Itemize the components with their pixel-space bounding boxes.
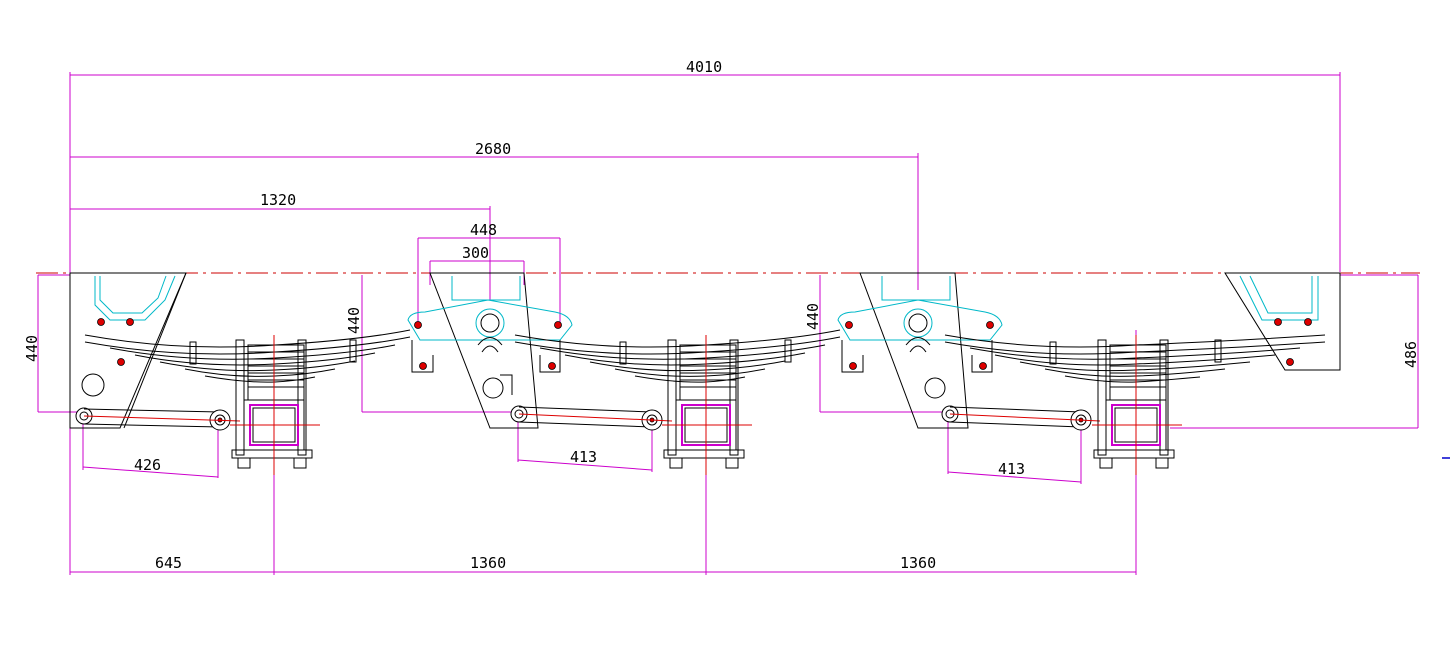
dim-torque-arm-rear: 413 [998, 460, 1025, 478]
dim-torque-arm-front: 426 [134, 456, 161, 474]
dim-hanger-height-front: 440 [23, 335, 41, 362]
dim-overall-length: 4010 [686, 58, 722, 76]
dimension-labels: 4010 2680 1320 448 300 440 440 440 486 4… [23, 58, 1420, 572]
middle-equalizer-hanger [407, 272, 573, 429]
dim-front-to-third-hanger: 2680 [475, 140, 511, 158]
dim-hanger-height-rear: 440 [804, 303, 822, 330]
dim-hanger-width-outer: 448 [470, 221, 497, 239]
rear-hanger [1224, 272, 1341, 371]
axle-2 [662, 335, 752, 475]
axle-1 [230, 335, 320, 475]
dim-overall-height: 486 [1402, 341, 1420, 368]
dim-hanger-width-inner: 300 [462, 244, 489, 262]
dim-front-to-axle1: 645 [155, 554, 182, 572]
dim-torque-arm-middle: 413 [570, 448, 597, 466]
dim-hanger-height-middle: 440 [345, 307, 363, 334]
dim-axle2-to-axle3: 1360 [900, 554, 936, 572]
rear-equalizer-hanger [837, 272, 1003, 429]
dim-axle1-to-axle2: 1360 [470, 554, 506, 572]
dimension-lines [37, 72, 1419, 575]
leaf-springs [84, 329, 1326, 383]
dim-front-to-second-hanger: 1320 [260, 191, 296, 209]
front-hanger [69, 272, 187, 429]
torque-arms [83, 406, 1101, 431]
axle-3 [1092, 335, 1182, 475]
